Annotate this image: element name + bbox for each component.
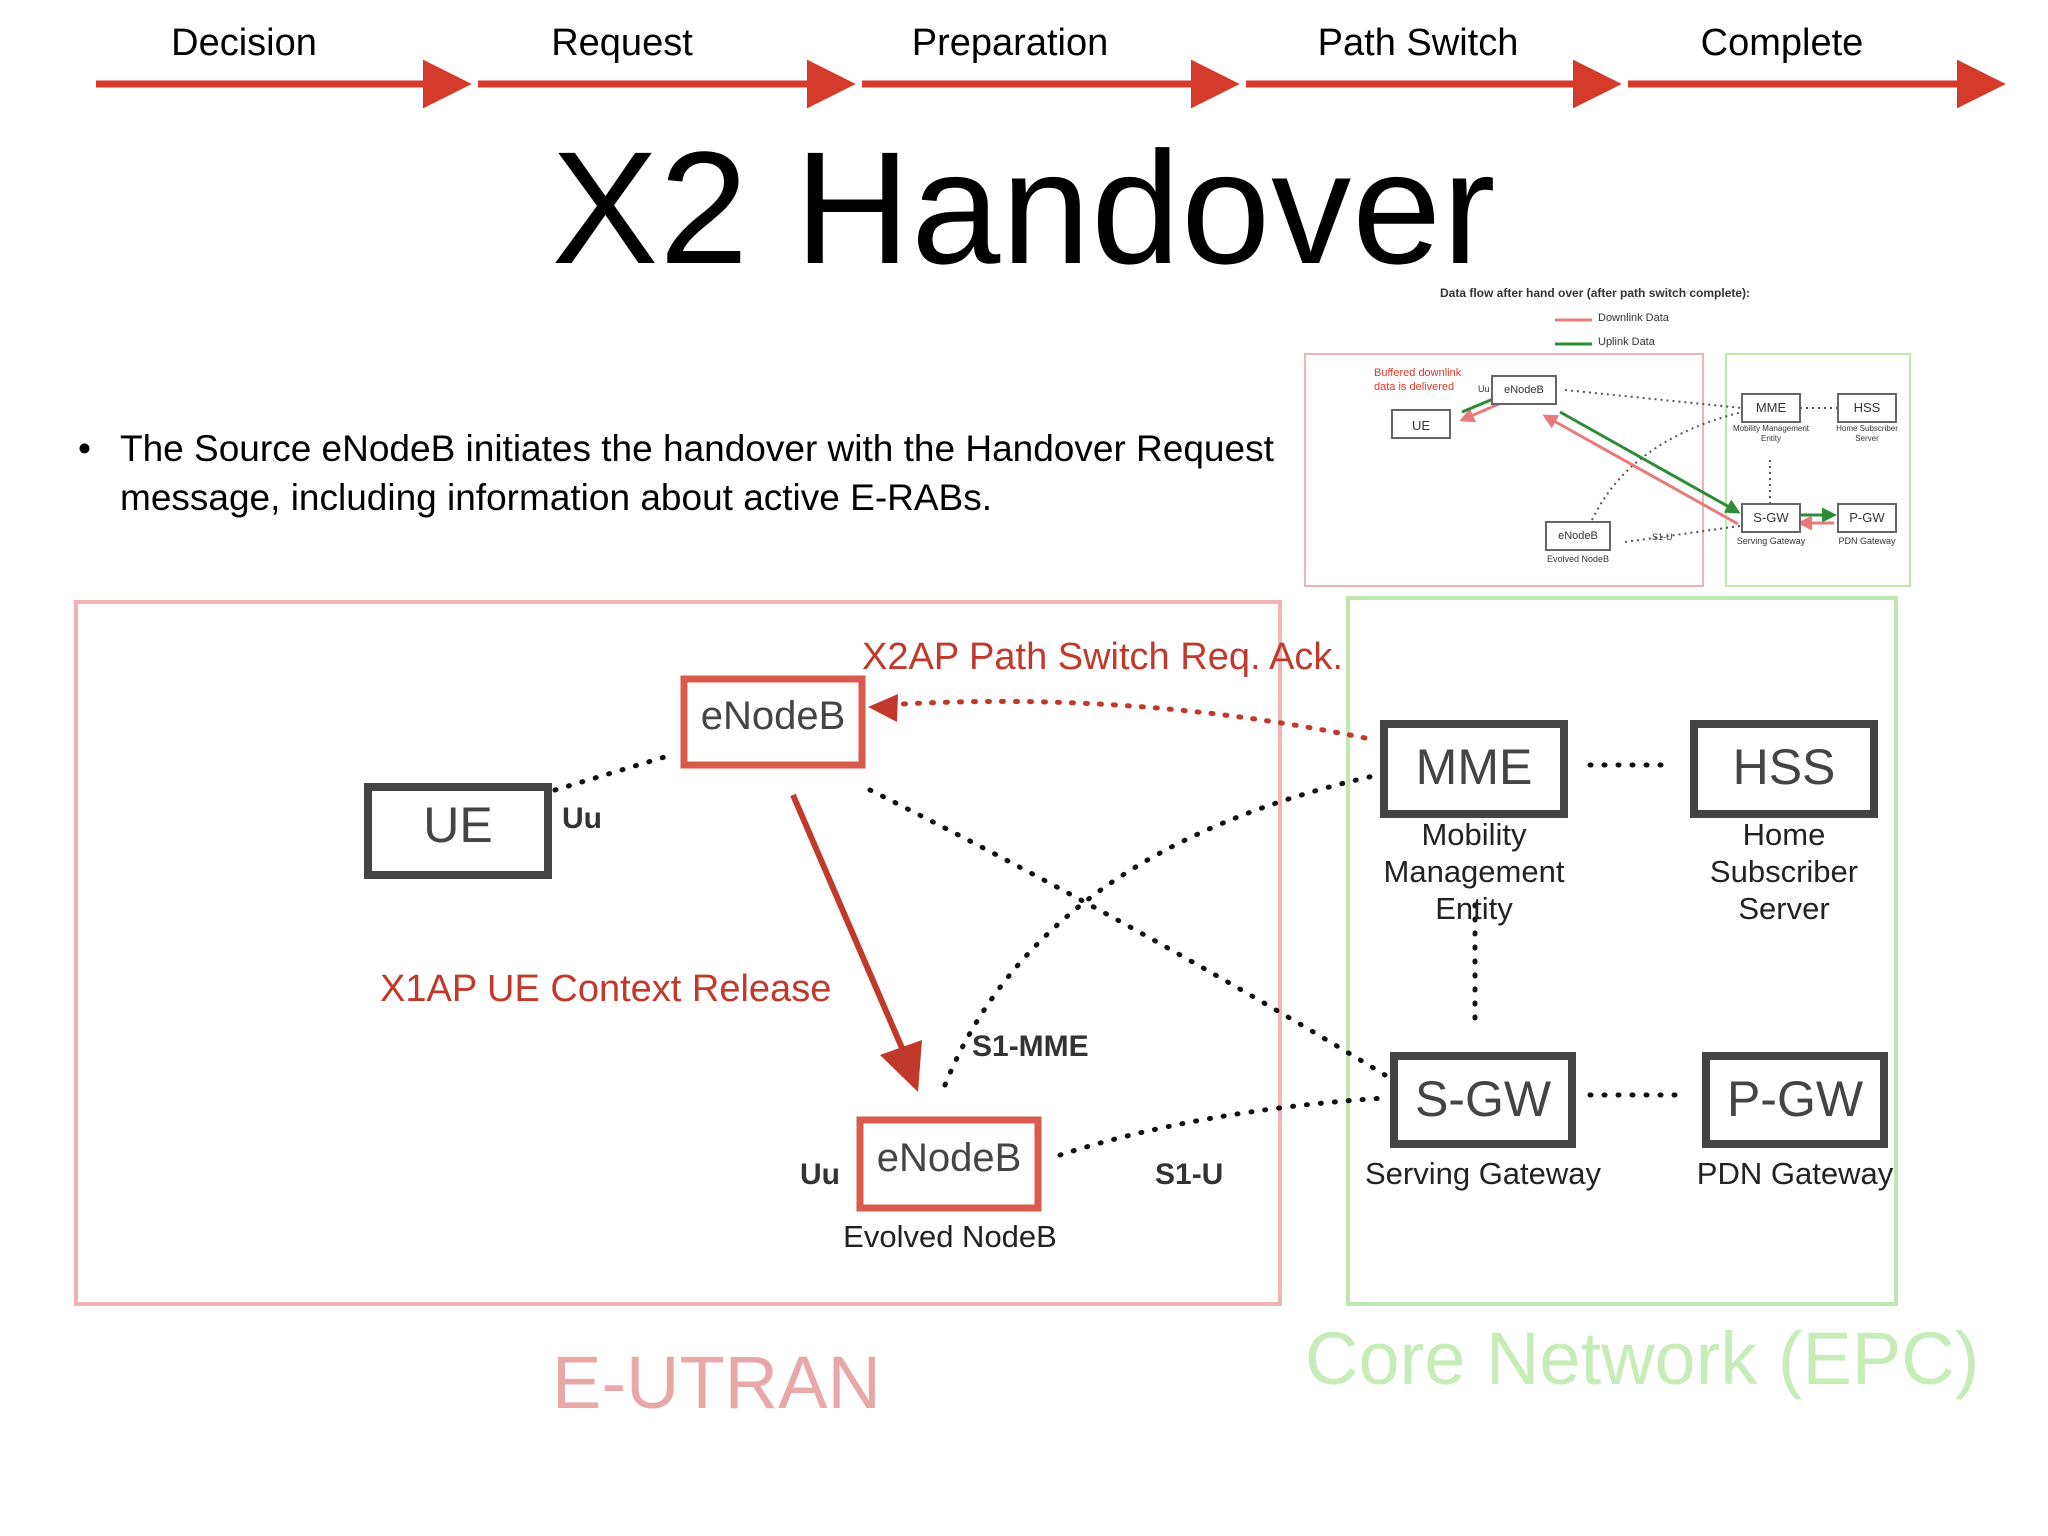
context-release-arrow: [790, 793, 908, 1057]
page-title: X2 Handover: [551, 118, 1497, 297]
inset-enodeb-bottom-label: eNodeB: [1558, 530, 1598, 542]
enodeb-target-label: eNodeB: [876, 1136, 1022, 1180]
path-switch-ack-arrow: [882, 698, 1368, 741]
phase-label-path-switch: Path Switch: [1317, 22, 1519, 64]
eutran-label: E-UTRAN: [552, 1341, 881, 1424]
inset-enodeb-bottom-sgw-link: [1624, 525, 1741, 543]
hss-sublabel: Home Subscriber Server: [1709, 817, 1859, 926]
inset-enodeb-bottom-mme-link: [1591, 411, 1743, 521]
inset-epc-box: [1725, 353, 1911, 587]
inset-ue-label: UE: [1411, 418, 1431, 433]
inset-pgw-sublabel: PDN Gateway: [1838, 536, 1896, 546]
inset-legend-uplink-label: Uplink Data: [1598, 336, 1655, 348]
phase-label-complete: Complete: [1700, 22, 1864, 64]
mme-label: MME: [1415, 739, 1533, 795]
bullet-text: The Source eNodeB initiates the handover…: [120, 428, 1274, 518]
bullet-dot-icon: •: [78, 428, 91, 469]
inset-downlink-sgw-enodeb: [1542, 414, 1739, 526]
sgw-sublabel: Serving Gateway: [1364, 1156, 1602, 1191]
ue-label: UE: [423, 797, 493, 853]
inset-uu-label: Uu: [1478, 384, 1490, 394]
path-switch-ack-arrowhead: [868, 694, 898, 722]
inset-eutran-box: [1304, 353, 1704, 587]
inset-title: Data flow after hand over (after path sw…: [1440, 286, 1751, 300]
pgw-sublabel: PDN Gateway: [1696, 1156, 1894, 1191]
inset-uplink-enodeb-sgw: [1559, 410, 1741, 514]
inset-mme-sublabel: Mobility Management Entity: [1732, 424, 1810, 443]
inset-sgw-sublabel: Serving Gateway: [1736, 536, 1806, 546]
phase-label-request: Request: [551, 22, 693, 64]
inset-hss-sublabel: Home Subscriber Server: [1836, 424, 1898, 443]
hss-box: [1690, 720, 1878, 818]
hss-label: HSS: [1732, 739, 1836, 795]
pgw-box: [1702, 1052, 1888, 1148]
mme-sublabel: Mobility Management Entity: [1383, 817, 1565, 926]
uu-source-label: Uu: [562, 802, 602, 835]
phase-label-decision: Decision: [171, 22, 317, 64]
ue-box: [364, 783, 552, 879]
interface-lines: [552, 753, 1691, 1158]
enodeb-source-label: eNodeB: [700, 694, 846, 738]
sgw-label: S-GW: [1414, 1071, 1552, 1127]
enodeb-target-box: [856, 1116, 1042, 1212]
inset-sgw-box: [1741, 503, 1801, 533]
s1-link-source-sgw: [867, 787, 1388, 1078]
inset-mme-box: [1741, 393, 1801, 423]
uu-target-label: Uu: [800, 1158, 840, 1191]
inset-enodeb-mme-link: [1564, 389, 1743, 409]
inset-ue-box: [1391, 409, 1451, 439]
inset-enodeb-top-label: eNodeB: [1504, 384, 1544, 396]
inset-pgw-box: [1837, 503, 1897, 533]
pgw-label: P-GW: [1726, 1071, 1864, 1127]
context-release-arrowhead: [880, 1040, 922, 1092]
uu-link-source: [552, 753, 671, 793]
inset-s1u-label: S1-U: [1652, 532, 1673, 542]
inset-enodeb-bottom-sublabel: Evolved NodeB: [1546, 554, 1610, 564]
inset-diagram: [1304, 318, 1911, 587]
inset-buffered-note: Buffered downlink data is delivered: [1374, 367, 1462, 393]
inset-sgw-label: S-GW: [1753, 510, 1789, 525]
inset-hss-label: HSS: [1853, 400, 1881, 415]
epc-label: Core Network (EPC): [1305, 1317, 1980, 1400]
sgw-box: [1390, 1052, 1576, 1148]
inset-enodeb-top-box: [1491, 375, 1557, 405]
inset-legend-downlink-label: Downlink Data: [1598, 312, 1669, 324]
mme-box: [1380, 720, 1568, 818]
inset-hss-box: [1837, 393, 1897, 423]
inset-pgw-label: P-GW: [1849, 510, 1885, 525]
context-release-label: X1AP UE Context Release: [380, 968, 832, 1010]
enodeb-target-sublabel: Evolved NodeB: [843, 1219, 1057, 1254]
s1-u-label: S1-U: [1155, 1158, 1224, 1191]
path-switch-ack-label: X2AP Path Switch Req. Ack.: [862, 636, 1343, 678]
s1-mme-label: S1-MME: [972, 1030, 1089, 1063]
inset-mme-label: MME: [1755, 400, 1787, 415]
phase-label-preparation: Preparation: [911, 22, 1109, 64]
inset-enodeb-bottom-box: [1545, 521, 1611, 551]
s1-u-link: [1057, 1095, 1388, 1158]
s1-mme-link: [942, 772, 1381, 1088]
enodeb-source-box: [680, 675, 866, 769]
eutran-domain-box: [74, 600, 1282, 1306]
epc-domain-box: [1346, 596, 1898, 1306]
